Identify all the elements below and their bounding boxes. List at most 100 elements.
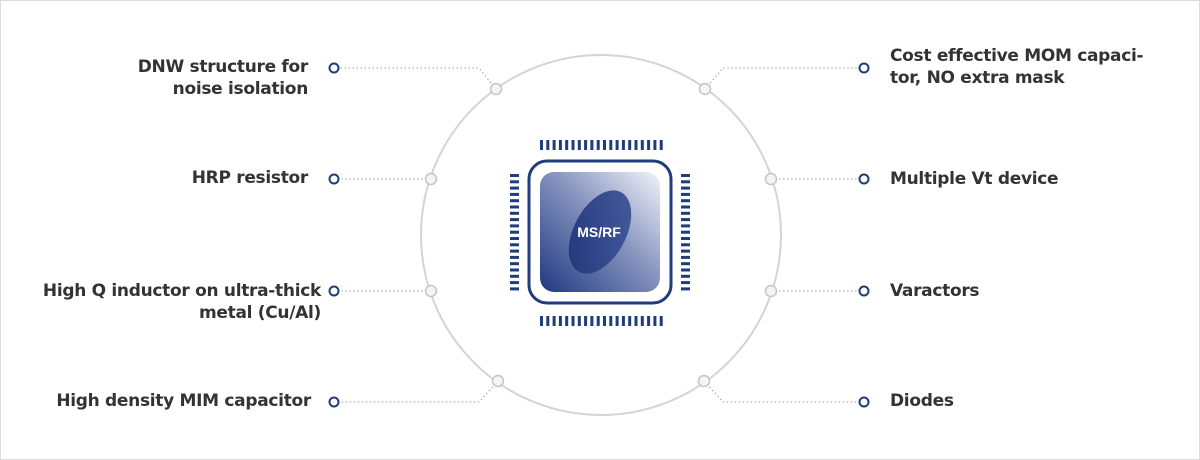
chip-pin xyxy=(510,186,519,190)
chip-pin xyxy=(681,243,690,247)
chip-pin xyxy=(640,316,644,326)
feature-left-3: High Q inductor on ultra-thick metal (Cu… xyxy=(43,280,321,324)
feature-bullet xyxy=(858,173,870,185)
chip-pin xyxy=(681,180,690,184)
feature-right-1-line-1: Cost effective MOM capaci- xyxy=(890,46,1144,66)
chip-pin xyxy=(634,316,638,326)
chip-pin xyxy=(621,140,625,150)
feature-left-1: DNW structure for noise isolation xyxy=(137,56,309,100)
feature-right-3: Varactors xyxy=(890,280,980,302)
chip-pin xyxy=(681,262,690,266)
chip-pin xyxy=(681,192,690,196)
chip-pin xyxy=(647,316,651,326)
chip-pin xyxy=(596,316,600,326)
chip-pin xyxy=(681,281,690,285)
chip-pin xyxy=(510,192,519,196)
feature-right-2-line-1: Multiple Vt device xyxy=(890,169,1059,189)
chip-label: MS/RF xyxy=(577,224,621,240)
leader-line xyxy=(704,67,864,90)
chip-pin xyxy=(647,140,651,150)
ring-node xyxy=(764,172,778,186)
feature-left-1-line-2: noise isolation xyxy=(172,79,309,99)
chip-pin xyxy=(540,316,543,326)
chip-pin xyxy=(653,316,657,326)
chip-pin xyxy=(510,230,519,234)
feature-right-2: Multiple Vt device xyxy=(890,168,1059,190)
feature-right-1: Cost effective MOM capaci- tor, NO extra… xyxy=(890,45,1144,89)
leader-line xyxy=(703,380,864,403)
chip-pin xyxy=(510,243,519,247)
chip-pin xyxy=(681,186,690,190)
chip-pin xyxy=(584,316,588,326)
chip-pin xyxy=(510,268,519,272)
chip-pin xyxy=(510,281,519,285)
ring-node xyxy=(764,284,778,298)
feature-bullet xyxy=(858,396,870,408)
chip-pin xyxy=(603,316,606,326)
chip-pin xyxy=(659,316,663,326)
chip-pin xyxy=(577,316,581,326)
feature-left-4-line-1: High density MIM capacitor xyxy=(56,391,311,411)
chip-pin xyxy=(565,316,569,326)
chip-pin xyxy=(681,230,690,234)
chip-pin xyxy=(558,140,562,150)
chip-pin xyxy=(681,205,690,209)
feature-bullet xyxy=(858,285,870,297)
feature-left-4: High density MIM capacitor xyxy=(56,390,311,412)
feature-right-4: Diodes xyxy=(890,390,954,412)
chip-pin xyxy=(681,287,690,291)
feature-bullet xyxy=(328,173,340,185)
ring-node xyxy=(697,374,711,388)
ring-node xyxy=(491,374,505,388)
chip-pin xyxy=(510,205,519,209)
chip-pin xyxy=(615,140,619,150)
chip-pin xyxy=(653,140,657,150)
feature-left-2: HRP resistor xyxy=(191,167,309,189)
chip: MS/RF xyxy=(510,140,690,326)
chip-pin xyxy=(558,316,562,326)
leader-line xyxy=(334,380,499,403)
chip-pins-left xyxy=(510,174,519,291)
chip-pin xyxy=(681,274,690,278)
feature-right-3-line-1: Varactors xyxy=(890,281,980,301)
chip-pin xyxy=(603,140,606,150)
chip-pin xyxy=(628,140,632,150)
chip-pin xyxy=(681,237,690,240)
chip-pin xyxy=(510,224,519,228)
feature-left-3-line-1: High Q inductor on ultra-thick xyxy=(42,281,321,301)
chip-pin xyxy=(615,316,619,326)
chip-pin xyxy=(609,316,613,326)
feature-left-1-line-1: DNW structure for xyxy=(137,57,309,77)
chip-pin xyxy=(681,199,690,203)
feature-bullets xyxy=(328,62,870,408)
leader-line xyxy=(334,67,497,90)
feature-right-4-line-1: Diodes xyxy=(890,391,954,411)
feature-bullet xyxy=(858,62,870,74)
feature-bullet xyxy=(328,285,340,297)
chip-pin xyxy=(681,268,690,272)
feature-bullet xyxy=(328,396,340,408)
chip-pin xyxy=(510,237,519,240)
chip-pin xyxy=(681,218,690,222)
chip-pin xyxy=(681,174,690,177)
feature-left-2-line-1: HRP resistor xyxy=(191,168,309,188)
chip-pin xyxy=(681,211,690,215)
chip-pin xyxy=(621,316,625,326)
chip-pin xyxy=(510,255,519,259)
chip-pin xyxy=(546,140,550,150)
feature-left-3-line-2: metal (Cu/Al) xyxy=(199,303,321,323)
chip-pin xyxy=(584,140,588,150)
chip-pin xyxy=(681,224,690,228)
chip-pin xyxy=(552,316,556,326)
chip-pin xyxy=(510,180,519,184)
chip-pin xyxy=(510,199,519,203)
central-ring xyxy=(420,54,782,416)
chip-pins-top xyxy=(540,140,663,150)
chip-pin xyxy=(510,218,519,222)
ring-node xyxy=(424,172,438,186)
chip-pin xyxy=(552,140,556,150)
feature-bullet xyxy=(328,62,340,74)
chip-pin xyxy=(590,140,594,150)
connector-nodes xyxy=(424,82,778,388)
